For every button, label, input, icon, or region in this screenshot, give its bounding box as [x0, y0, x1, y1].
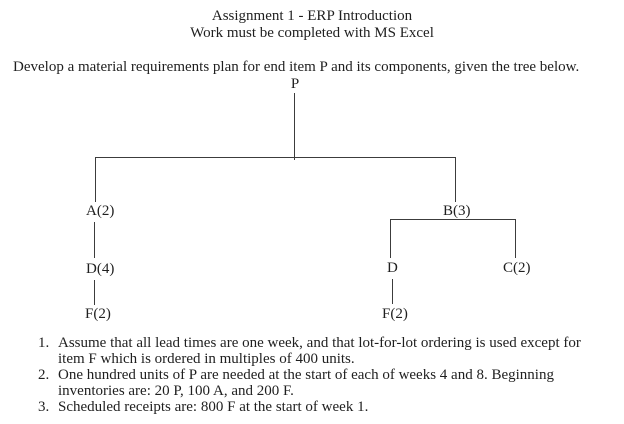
tree-line-d-to-f-right — [392, 279, 393, 304]
tree-line-drop-to-b — [455, 157, 456, 202]
tree-line-b-to-c — [515, 219, 516, 258]
tree-node-d-left: D(4) — [86, 261, 115, 277]
note-text-3: Scheduled receipts are: 800 F at the sta… — [58, 399, 369, 415]
tree-node-a: A(2) — [86, 203, 115, 219]
tree-line-main-branch — [95, 157, 456, 158]
note-item-1: 1. Assume that all lead times are one we… — [38, 335, 616, 367]
tree-line-drop-to-a — [95, 157, 96, 202]
tree-node-c: C(2) — [503, 260, 531, 276]
tree-node-d-right: D — [387, 260, 398, 276]
title-line-1: Assignment 1 - ERP Introduction — [211, 8, 413, 24]
tree-line-b-to-d — [390, 219, 391, 258]
note-item-2: 2. One hundred units of P are needed at … — [38, 367, 616, 399]
note-text-2: One hundred units of P are needed at the… — [58, 367, 554, 399]
tree-node-f-right: F(2) — [382, 306, 408, 322]
note-number-2: 2. — [38, 367, 50, 383]
tree-node-f-left: F(2) — [85, 306, 111, 322]
document-title-block: Assignment 1 - ERP Introduction Work mus… — [0, 8, 624, 41]
note-number-3: 3. — [38, 399, 50, 415]
note-item-3: 3. Scheduled receipts are: 800 F at the … — [38, 399, 616, 415]
note-number-1: 1. — [38, 335, 50, 351]
note-text-1: Assume that all lead times are one week,… — [58, 335, 581, 367]
tree-line-a-to-d — [94, 222, 95, 258]
tree-line-d-to-f-left — [94, 280, 95, 305]
tree-line-b-branch — [390, 219, 516, 220]
tree-node-p: P — [290, 76, 300, 92]
tree-node-b: B(3) — [443, 203, 471, 219]
title-line-2: Work must be completed with MS Excel — [190, 24, 434, 41]
tree-line-p-stem — [294, 93, 295, 160]
intro-paragraph: Develop a material requirements plan for… — [13, 59, 580, 75]
notes-list: 1. Assume that all lead times are one we… — [38, 335, 616, 415]
